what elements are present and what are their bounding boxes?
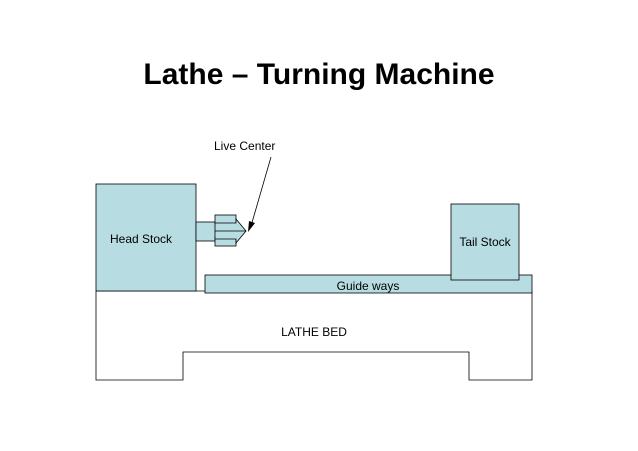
- lathe-bed-label: LATHE BED: [281, 325, 347, 339]
- live-center-label: Live Center: [214, 139, 275, 153]
- guide-ways-label: Guide ways: [337, 279, 400, 293]
- head-stock-label: Head Stock: [110, 232, 173, 246]
- head-stock: [95, 183, 197, 292]
- tail-stock-label: Tail Stock: [459, 235, 511, 249]
- tail-stock: [450, 203, 520, 281]
- slide-title: Lathe – Turning Machine: [143, 58, 494, 91]
- live-center-pointer: [250, 156, 272, 227]
- spindle: [195, 221, 217, 242]
- lathe-bed: [95, 290, 533, 381]
- guide-ways: [204, 274, 533, 294]
- arrowhead-icon: [248, 221, 255, 232]
